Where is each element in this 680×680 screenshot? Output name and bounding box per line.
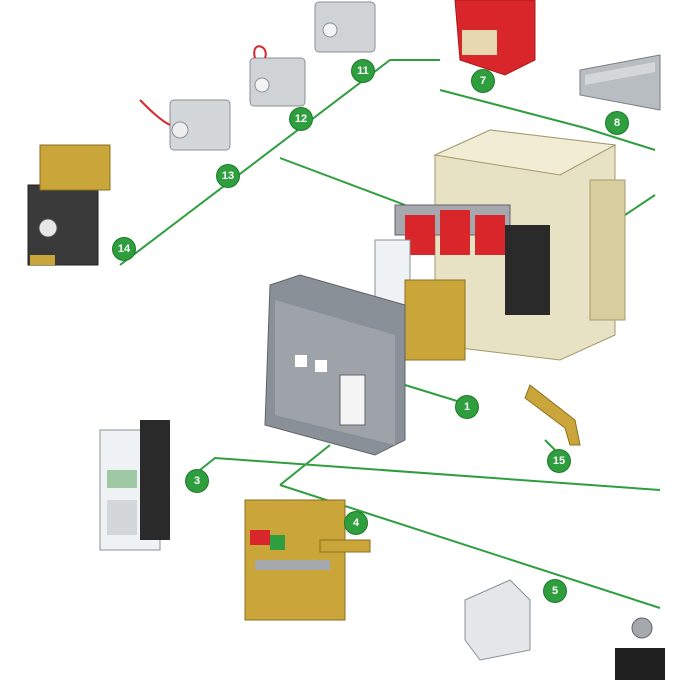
- callout-3: 3: [186, 470, 208, 492]
- part-front-cover: [264, 274, 406, 456]
- part-5-mechanical-interlock: [464, 579, 531, 661]
- callout-13: 13: [217, 165, 239, 187]
- part-13-undervoltage-release: [139, 99, 231, 151]
- part-3-intelligent-controller: [99, 420, 170, 551]
- part-15-operating-handle: [524, 384, 581, 446]
- callout-4: 4: [345, 512, 367, 534]
- leader-line-bottom: [189, 456, 661, 491]
- part-14-motor-operator: [27, 144, 111, 266]
- part-12-shunt-release: [249, 45, 306, 107]
- callout-14: 14: [113, 238, 135, 260]
- callout-15: 15: [548, 450, 570, 472]
- callout-12: 12: [290, 108, 312, 130]
- leader-line-3-cover: [279, 444, 331, 486]
- part-key-lock: [615, 617, 665, 680]
- callout-11: 11: [352, 60, 374, 82]
- callout-1: 1: [456, 396, 478, 418]
- part-1-breaker-body: [374, 129, 626, 361]
- callout-5: 5: [544, 580, 566, 602]
- leader-line-12-13: [279, 157, 406, 206]
- callout-7: 7: [472, 70, 494, 92]
- part-7-terminal-cover: [454, 0, 536, 76]
- part-8-secondary-terminal-block: [579, 54, 661, 111]
- leader-line-top: [119, 59, 440, 266]
- part-4-auxiliary-contact: [244, 499, 371, 621]
- leader-line-8: [439, 89, 656, 151]
- callout-8: 8: [606, 112, 628, 134]
- part-11-closing-coil: [314, 1, 376, 53]
- leader-line-right: [624, 194, 656, 216]
